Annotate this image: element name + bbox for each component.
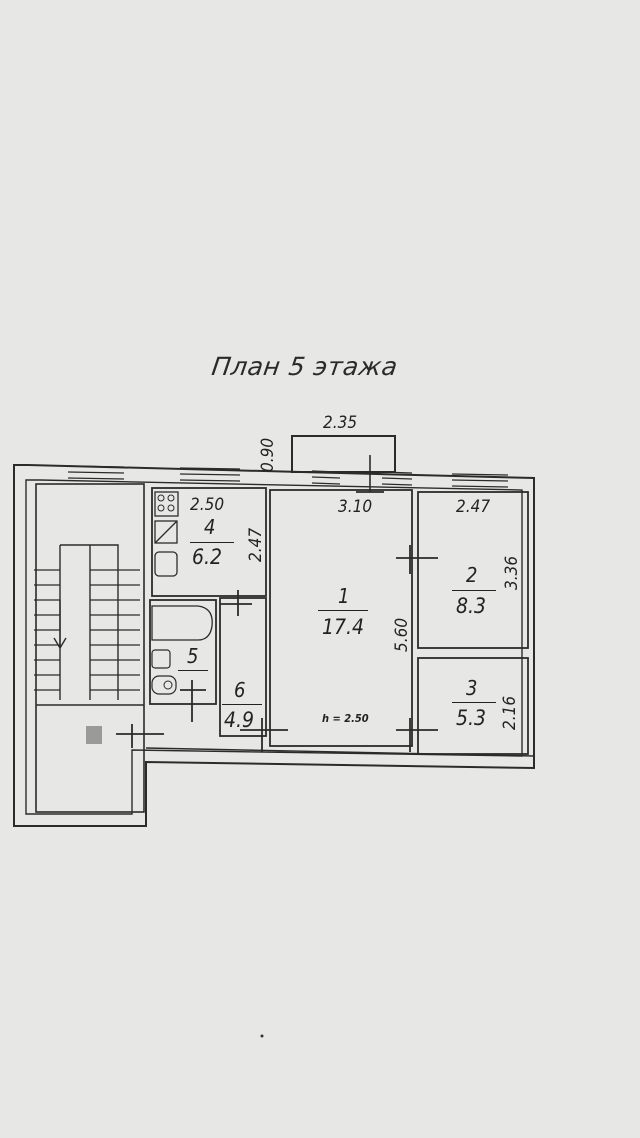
dim-room3-length: 2.16 <box>500 695 520 730</box>
dim-room2-length: 3.36 <box>502 555 522 590</box>
room-6-number: 6 <box>234 678 246 702</box>
room-2-area: 8.3 <box>456 594 487 618</box>
room-2 <box>417 491 529 649</box>
kitchen-sink <box>154 551 178 577</box>
room-6-area: 4.9 <box>224 708 255 732</box>
room-6-fraction-bar <box>222 704 262 705</box>
room-3-area: 5.3 <box>456 706 487 730</box>
dim-room4-width: 2.50 <box>190 495 225 515</box>
dim-balcony-width: 2.35 <box>323 413 358 433</box>
room-3 <box>417 657 529 755</box>
dim-room4-length: 2.47 <box>246 527 266 562</box>
stove <box>154 491 179 517</box>
balcony <box>291 435 396 473</box>
room-2-number: 2 <box>466 563 478 587</box>
room-3-fraction-bar <box>452 702 496 703</box>
stair-arrow <box>53 600 67 650</box>
room-6-hall <box>219 597 267 737</box>
stair-steps <box>34 569 140 691</box>
ceiling-height: h = 2.50 <box>322 712 369 725</box>
dim-balcony-depth: 0.90 <box>258 437 278 472</box>
room-5-number: 5 <box>187 644 199 668</box>
stair-marker <box>86 726 102 744</box>
room-4-area: 6.2 <box>192 545 223 569</box>
room-1-number: 1 <box>338 584 350 608</box>
stairwell <box>35 483 145 813</box>
room-4-number: 4 <box>204 515 216 539</box>
room-5-fraction-bar <box>178 670 208 671</box>
room-4-kitchen <box>151 487 267 597</box>
dim-room1-length: 5.60 <box>392 617 412 652</box>
room-1 <box>269 489 413 747</box>
room-5-bathroom <box>149 599 217 705</box>
bathtub <box>151 605 213 641</box>
room-1-area: 17.4 <box>322 615 365 639</box>
bath-sink <box>151 649 171 669</box>
dim-room1-width: 3.10 <box>338 497 373 517</box>
inner-wall-outline <box>25 479 523 815</box>
door-marks <box>116 491 438 752</box>
room-2-fraction-bar <box>452 590 496 591</box>
room-1-fraction-bar <box>318 610 368 611</box>
outer-wall <box>13 464 535 827</box>
room-3-number: 3 <box>466 676 478 700</box>
plan-title: План 5 этажа <box>209 352 400 381</box>
room-4-fraction-bar <box>190 542 234 543</box>
toilet <box>151 675 177 695</box>
dim-room2-width: 2.47 <box>456 497 491 517</box>
